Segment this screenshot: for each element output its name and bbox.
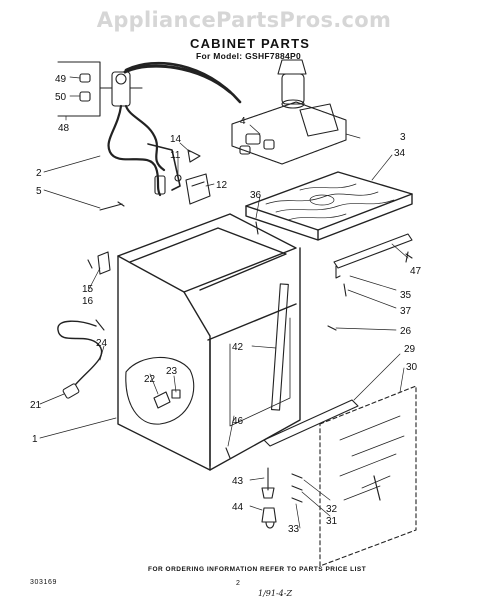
callout-35: 35 xyxy=(400,290,412,301)
callout-29: 29 xyxy=(404,344,416,355)
callout-33: 33 xyxy=(288,524,300,535)
screw-part xyxy=(95,319,105,331)
top-rail-part xyxy=(333,233,413,279)
callout-48: 48 xyxy=(58,123,70,134)
callout-14: 14 xyxy=(170,134,182,145)
valve-assembly-part xyxy=(231,59,347,165)
callout-4: 4 xyxy=(240,116,246,127)
front-rail-part xyxy=(263,399,359,447)
callout-16: 16 xyxy=(82,296,94,307)
callout-36: 36 xyxy=(250,190,262,201)
screw-part xyxy=(291,473,303,503)
roller-part xyxy=(261,507,277,529)
callout-26: 26 xyxy=(400,326,412,337)
callout-32: 32 xyxy=(326,504,338,515)
callout-21: 21 xyxy=(30,400,42,411)
document-code: 303169 xyxy=(30,579,57,586)
clip-part xyxy=(153,391,171,409)
callout-44: 44 xyxy=(232,502,244,513)
inset-bracket xyxy=(57,61,101,117)
access-opening xyxy=(125,356,195,425)
page-number: 2 xyxy=(236,580,240,587)
callout-50: 50 xyxy=(55,92,67,103)
callout-15: 15 xyxy=(82,284,94,295)
callout-47: 47 xyxy=(410,266,422,277)
callout-5: 5 xyxy=(36,186,42,197)
screw-part xyxy=(99,201,125,211)
callout-3: 3 xyxy=(400,132,406,143)
washer-part xyxy=(79,73,91,83)
callout-49: 49 xyxy=(55,74,67,85)
screw-part xyxy=(87,259,93,269)
callout-1: 1 xyxy=(32,434,38,445)
callout-46: 46 xyxy=(232,416,244,427)
callout-37: 37 xyxy=(400,306,412,317)
cabinet-body-part xyxy=(117,213,301,471)
screen-part xyxy=(79,91,91,102)
front-panel-part xyxy=(319,385,417,567)
callout-31: 31 xyxy=(326,516,338,527)
callout-22: 22 xyxy=(144,374,156,385)
fill-valve-hose-part xyxy=(99,61,242,197)
power-cord-part xyxy=(57,320,103,399)
callout-24: 24 xyxy=(96,338,108,349)
callout-2: 2 xyxy=(36,168,42,179)
callout-42: 42 xyxy=(232,342,244,353)
mounting-bracket-part xyxy=(185,173,211,205)
callout-43: 43 xyxy=(232,476,244,487)
site-watermark: AppliancePartsPros.com xyxy=(96,8,392,32)
clip-part xyxy=(187,149,201,163)
callout-30: 30 xyxy=(406,362,418,373)
callout-34: 34 xyxy=(394,148,406,159)
cabinet-top-part xyxy=(245,171,413,241)
model-label: For Model: GSHF7884P0 xyxy=(196,51,302,61)
callout-12: 12 xyxy=(216,180,228,191)
fitting-part xyxy=(174,174,182,182)
screw-part xyxy=(327,325,337,331)
callout-23: 23 xyxy=(166,366,178,377)
diagram-title: CABINET PARTS xyxy=(190,36,311,51)
clip-part xyxy=(97,251,111,275)
ordering-note: FOR ORDERING INFORMATION REFER TO PARTS … xyxy=(148,566,367,573)
revision-mark: 1/91-4-Z xyxy=(258,589,293,598)
leveling-leg-part xyxy=(261,467,275,499)
brace-strap-part xyxy=(270,283,289,411)
screw-part xyxy=(225,447,231,459)
screw-part xyxy=(343,283,347,297)
callout-11: 11 xyxy=(170,150,181,161)
